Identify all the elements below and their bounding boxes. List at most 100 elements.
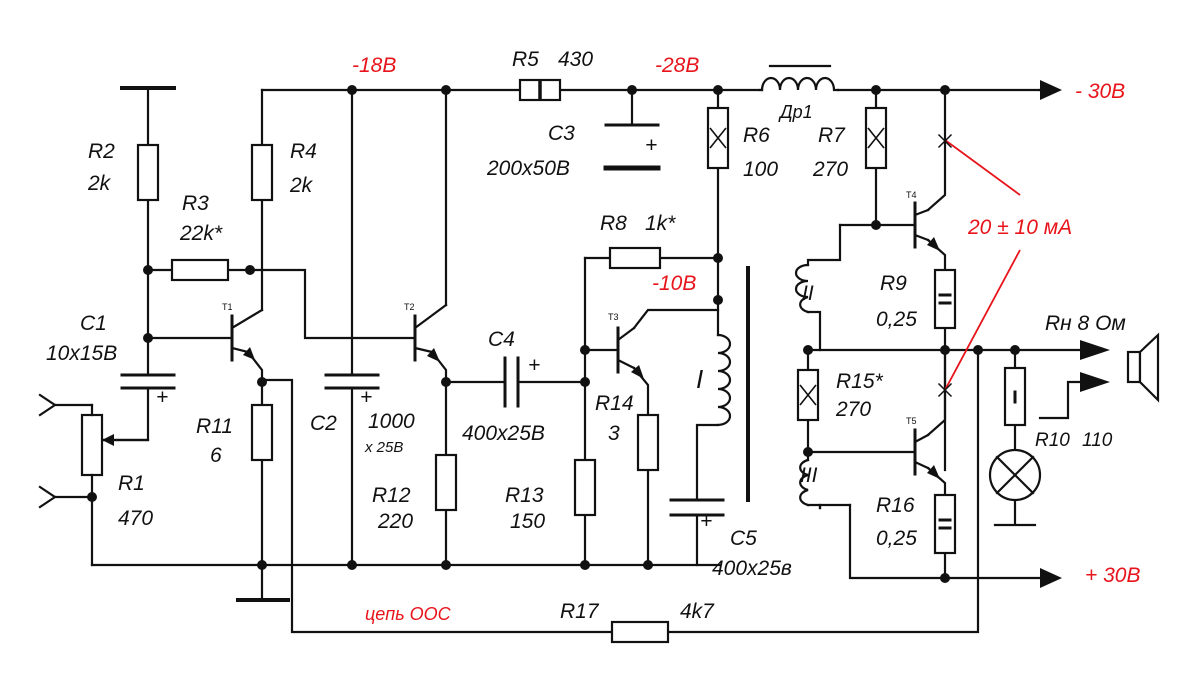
winding-ii-label: II xyxy=(802,282,814,305)
rail-18v: -18В xyxy=(352,54,396,77)
r8-value: 1k* xyxy=(645,212,676,235)
t5-transistor xyxy=(913,428,940,479)
r13-value: 150 xyxy=(510,510,545,533)
c3-plus: + xyxy=(645,134,657,157)
feedback-label: цепь ООС xyxy=(365,604,452,624)
r4-resistor xyxy=(250,143,274,202)
c5-value: 400x25в xyxy=(712,557,792,580)
c3-value: 200x50В xyxy=(486,157,570,180)
r3-label: R3 xyxy=(182,192,209,215)
r14-resistor xyxy=(636,413,660,472)
r16-label: R16 xyxy=(876,494,915,517)
speaker xyxy=(1126,332,1160,403)
r5-label: R5 xyxy=(512,48,539,71)
c4-label: C4 xyxy=(488,328,515,351)
c5-capacitor xyxy=(669,498,725,517)
r6-resistor xyxy=(706,106,730,170)
c5-plus: + xyxy=(700,510,712,533)
r12-label: R12 xyxy=(372,484,411,507)
junctions xyxy=(87,85,1020,583)
t3-label: T3 xyxy=(608,312,619,322)
r7-value: 270 xyxy=(812,158,848,181)
c3-label: C3 xyxy=(548,122,575,145)
c5-label: C5 xyxy=(730,527,757,550)
r6-label: R6 xyxy=(743,124,770,147)
r10-resistor xyxy=(1003,366,1027,427)
r5-resistor xyxy=(518,78,562,102)
c3-capacitor xyxy=(603,88,661,171)
c4-plus: + xyxy=(528,354,540,377)
c2-value-a: 1000 xyxy=(368,410,415,433)
r2-value: 2k xyxy=(87,172,112,195)
r3-resistor xyxy=(170,258,230,282)
winding-iii xyxy=(799,458,810,507)
t1-transistor xyxy=(230,308,264,362)
r15-value: 270 xyxy=(835,398,871,421)
t4-transistor xyxy=(913,201,940,251)
r1-value: 470 xyxy=(118,507,153,530)
labels: -18В -28В -10В - 30В + 30В 20 ± 10 мА це… xyxy=(46,48,1140,624)
lamp xyxy=(988,448,1042,502)
r9-label: R9 xyxy=(880,272,907,295)
c1-label: C1 xyxy=(80,312,107,335)
winding-i xyxy=(716,333,732,427)
r17-value: 4k7 xyxy=(680,600,715,623)
r9-resistor xyxy=(933,268,957,330)
r8-label: R8 xyxy=(600,212,627,235)
r11-label: R11 xyxy=(196,415,233,438)
r2-label: R2 xyxy=(88,140,115,163)
r4-value: 2k xyxy=(289,174,314,197)
c4-capacitor xyxy=(503,356,520,408)
r3-value: 22k* xyxy=(179,222,223,245)
c1-value: 10x15В xyxy=(46,342,117,365)
bias-current-label: 20 ± 10 мА xyxy=(967,216,1072,239)
r5-value: 430 xyxy=(558,48,593,71)
r4-label: R4 xyxy=(290,140,317,163)
r16-resistor xyxy=(933,493,957,555)
load-label: Rн 8 Ом xyxy=(1045,312,1126,335)
wires xyxy=(90,86,1082,634)
r10-label: R10 xyxy=(1035,430,1070,451)
output-arrows xyxy=(1038,80,1110,588)
r11-value: 6 xyxy=(210,444,222,467)
r13-label: R13 xyxy=(505,484,544,507)
c2-label: C2 xyxy=(310,412,337,435)
choke-dr1 xyxy=(760,64,840,92)
t2-label: T2 xyxy=(404,302,415,312)
r1-label: R1 xyxy=(118,472,145,495)
r16-value: 0,25 xyxy=(876,527,917,550)
c4-value: 400x25В xyxy=(462,422,545,445)
rail-pos30v: + 30В xyxy=(1085,564,1140,587)
r13-resistor xyxy=(573,458,597,517)
r6-value: 100 xyxy=(743,158,778,181)
c1-capacitor xyxy=(120,373,176,390)
t1-label: T1 xyxy=(222,302,233,312)
t5-label: T5 xyxy=(906,416,917,426)
winding-iii-label: III xyxy=(800,464,818,487)
r2-resistor xyxy=(136,143,160,202)
bias-current-annotation xyxy=(937,133,1021,398)
r12-value: 220 xyxy=(377,510,413,533)
t3-transistor xyxy=(616,326,644,379)
r11-resistor xyxy=(250,403,274,462)
rail-28v: -28В xyxy=(655,54,699,77)
rail-10v: -10В xyxy=(652,272,696,295)
winding-i-label: I xyxy=(696,364,703,394)
r1-potentiometer xyxy=(80,403,150,499)
choke-label: Др1 xyxy=(778,102,813,122)
r15-resistor xyxy=(796,368,820,422)
r9-value: 0,25 xyxy=(876,308,917,331)
polarity-marks: + + + + + xyxy=(156,134,712,533)
input-terminals xyxy=(38,393,94,509)
r7-resistor xyxy=(864,106,888,170)
c2-capacitor xyxy=(324,373,380,390)
rail-neg30v: - 30В xyxy=(1075,80,1125,103)
r15-label: R15* xyxy=(836,370,884,393)
r17-label: R17 xyxy=(560,600,600,623)
r14-value: 3 xyxy=(608,422,620,445)
c2-plus: + xyxy=(360,386,372,409)
r10-value: 110 xyxy=(1082,430,1113,451)
r8-resistor xyxy=(608,246,662,270)
